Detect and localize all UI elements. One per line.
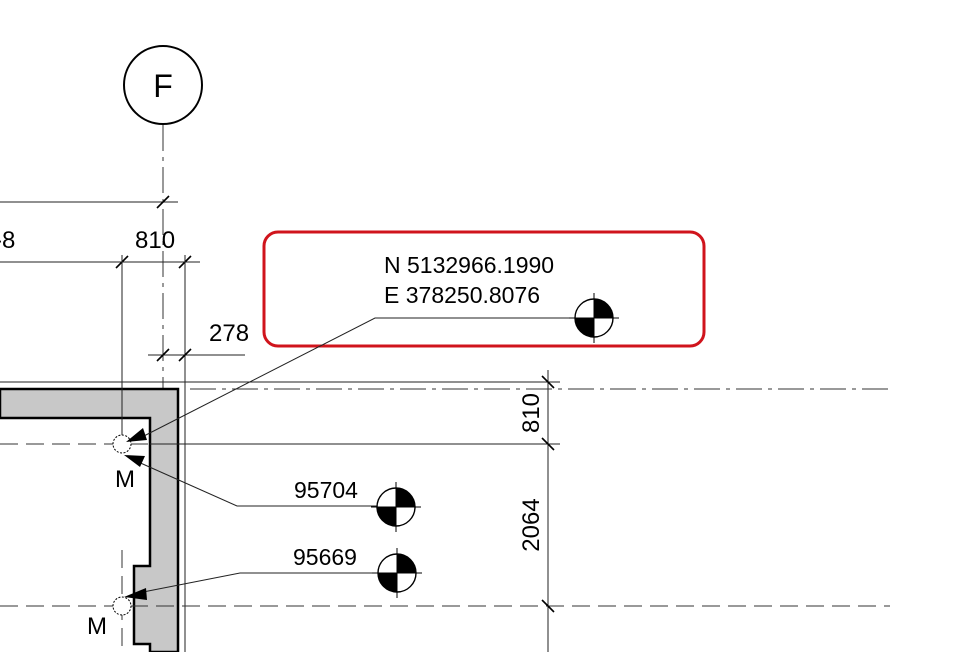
leader-line — [137, 572, 397, 594]
grid-bubble-f: F — [123, 45, 203, 125]
marker-label: M — [115, 466, 135, 493]
survey-point-label: 95669 — [293, 544, 357, 570]
marker-circle — [112, 596, 132, 616]
easting-text: E 378250.8076 — [384, 282, 540, 308]
survey-point-icon — [568, 292, 620, 344]
marker-circle — [112, 434, 132, 454]
leader-line — [139, 317, 594, 439]
wall — [0, 387, 180, 652]
northing-text: N 5132966.1990 — [384, 252, 554, 278]
dimension-text: 2064 — [518, 498, 545, 551]
dimension-text: 278 — [209, 320, 249, 347]
marker-label: M — [87, 613, 107, 640]
survey-point-icon — [371, 547, 423, 599]
dimension-text: -8 — [0, 227, 15, 254]
callout-box — [262, 230, 706, 348]
survey-point-icon — [370, 481, 422, 533]
dimension-text: 810 — [135, 227, 175, 254]
grid-label: F — [153, 68, 173, 104]
leader-line — [135, 460, 396, 507]
dimension-text: 810 — [518, 393, 545, 433]
survey-point-label: 95704 — [294, 477, 358, 503]
